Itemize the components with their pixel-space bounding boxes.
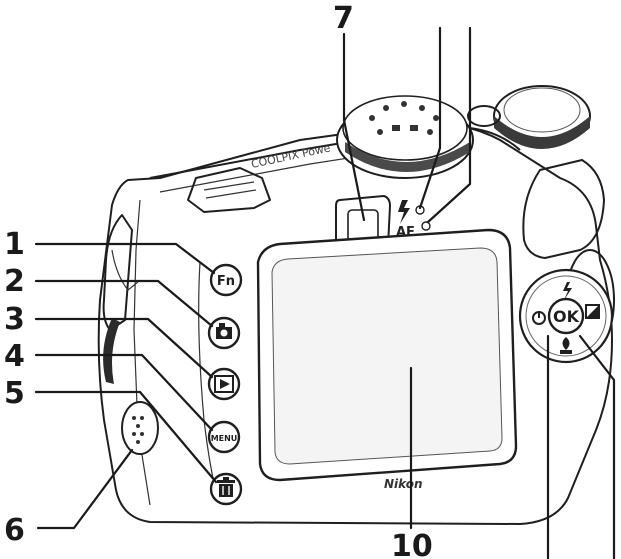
rotary-multi-selector[interactable]: OK: [518, 268, 614, 364]
af-lamp: [421, 221, 431, 231]
brand-text: Nikon: [384, 477, 423, 491]
callout-10: 10: [391, 529, 433, 559]
callout-2: 2: [4, 264, 25, 299]
shutter-button[interactable]: [467, 105, 501, 127]
speaker: [121, 401, 159, 455]
leader-lines: [34, 26, 616, 559]
leader-12: [578, 334, 616, 559]
callout-4: 4: [4, 339, 25, 374]
callout-6: 6: [4, 513, 25, 548]
leader-3: [34, 317, 214, 379]
camera-mode-button[interactable]: [207, 316, 241, 350]
fn-button[interactable]: Fn: [209, 263, 243, 297]
callout-numbers: 1 2 3 4 5 6 7 10: [4, 1, 433, 559]
flash-mode-icon: [563, 282, 572, 300]
lcd-screen: [271, 247, 503, 465]
hot-shoe-rails: [203, 181, 257, 199]
callout-1: 1: [4, 227, 25, 262]
ok-label: OK: [553, 307, 580, 326]
fn-icon: Fn: [217, 274, 235, 289]
delete-button[interactable]: [209, 472, 243, 506]
leader-5: [34, 390, 218, 484]
callout-3: 3: [4, 302, 25, 337]
menu-icon: MENU: [211, 434, 238, 443]
camera-mode-icon: [216, 323, 232, 339]
playback-icon: [214, 375, 234, 393]
command-dial[interactable]: [493, 85, 591, 149]
leader-7: [342, 32, 366, 222]
body-inner-edge: [133, 199, 151, 506]
playback-button[interactable]: [207, 367, 241, 401]
callout-7: 7: [333, 1, 354, 36]
leader-4: [34, 353, 214, 432]
body-outline: [97, 121, 613, 525]
leader-2: [34, 279, 214, 328]
model-text: COOLPIX Powe: [250, 141, 332, 171]
leader-8: [418, 26, 442, 210]
menu-button[interactable]: MENU: [207, 420, 241, 454]
hot-shoe: [187, 167, 271, 213]
leader-6: [36, 448, 134, 530]
ok-button[interactable]: [547, 297, 585, 335]
self-timer-icon: [532, 311, 546, 325]
strap-lug: [103, 318, 120, 384]
flash-icon: [398, 200, 410, 224]
macro-icon: [560, 337, 572, 354]
leader-1: [34, 242, 216, 275]
command-dial-knurl: [494, 116, 590, 149]
delete-icon: [217, 477, 235, 497]
right-grip: [522, 159, 605, 259]
mode-dial-symbols: [369, 101, 439, 135]
lcd-monitor: Nikon: [256, 228, 518, 491]
mode-dial-knurl: [345, 142, 470, 172]
leader-9: [426, 26, 472, 224]
grip-shadow: [111, 249, 139, 291]
mode-dial[interactable]: [336, 95, 474, 179]
callout-5: 5: [4, 376, 25, 411]
left-button-column: Fn MENU: [198, 261, 243, 506]
exposure-compensation-icon: [585, 304, 600, 319]
